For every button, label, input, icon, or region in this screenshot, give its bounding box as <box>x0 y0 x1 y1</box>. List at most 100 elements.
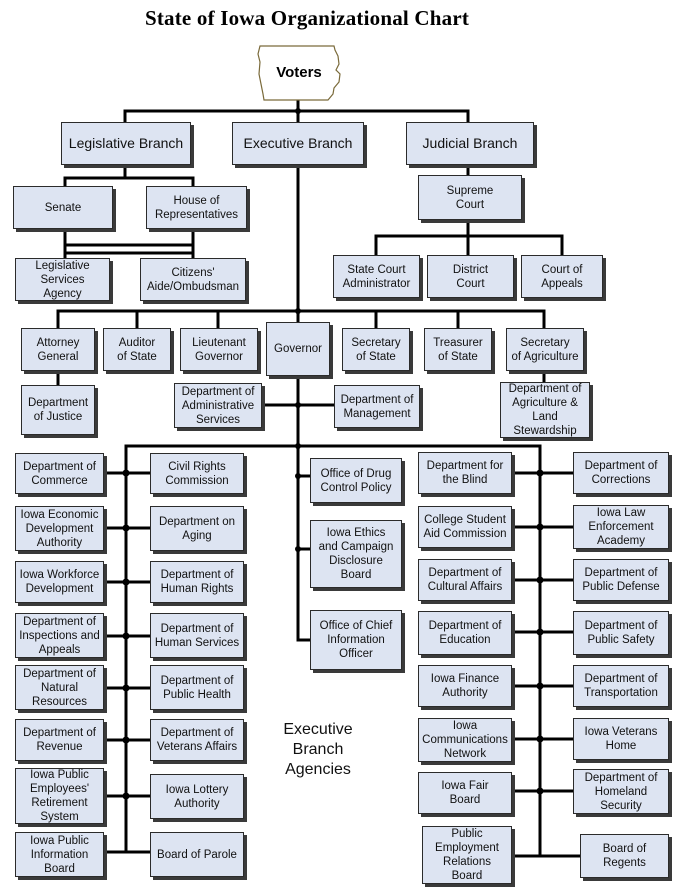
agency-box: Iowa Public Employees' Retirement System <box>15 768 104 824</box>
agency-label: Department of Homeland Security <box>584 771 658 812</box>
agency-label: Iowa Ethics and Campaign Disclosure Boar… <box>318 527 394 581</box>
agency-box: Department of Inspections and Appeals <box>15 613 104 658</box>
agency-label: Iowa Public Employees' Retirement System <box>29 769 90 823</box>
agency-label: Department of Public Health <box>160 674 234 701</box>
auditor-of-state-box: Auditor of State <box>103 328 171 371</box>
legislative-branch-box: Legislative Branch <box>61 122 191 165</box>
executive-branch-label: Executive Branch <box>243 135 353 151</box>
state-court-administrator-label: State Court Administrator <box>342 263 411 290</box>
administrative-services-label: Department of Administrative Services <box>181 385 255 426</box>
agency-label: Iowa Fair Board <box>441 780 489 806</box>
legislative-services-agency-label: Legislative Services Agency <box>35 259 90 300</box>
agency-label: Department of Education <box>428 620 502 646</box>
iowa-map-icon <box>257 45 341 101</box>
agency-label: Iowa Workforce Development <box>19 569 100 595</box>
agency-box: Iowa Communications Network <box>418 718 512 762</box>
agency-label: Board of Regents <box>602 843 647 869</box>
district-court-label: District Court <box>452 263 489 290</box>
agency-box: Board of Parole <box>150 832 244 877</box>
agency-label: Department of Cultural Affairs <box>427 567 503 593</box>
agency-label: Department of Human Services <box>154 622 240 649</box>
house-label: House of Representatives <box>154 194 239 221</box>
agency-box: Department of Revenue <box>15 719 104 761</box>
attorney-general-box: Attorney General <box>21 328 95 371</box>
secretary-of-agriculture-label: Secretary of Agriculture <box>511 336 579 363</box>
agency-box: Department of Natural Resources <box>15 665 104 710</box>
department-of-management-label: Department of Management <box>340 393 414 420</box>
chart-title: State of Iowa Organizational Chart <box>144 6 470 30</box>
citizens-aide-label: Citizens' Aide/Ombudsman <box>146 266 240 293</box>
agency-box: Department of Transportation <box>573 665 669 707</box>
agency-label: Civil Rights Commission <box>165 460 229 487</box>
district-court-box: District Court <box>427 255 514 298</box>
agency-label: Department of Revenue <box>23 727 96 753</box>
secretary-of-state-label: Secretary of State <box>351 336 401 363</box>
agriculture-land-stewardship-box: Department of Agriculture & Land Steward… <box>500 382 590 438</box>
agency-label: Department of Veterans Affairs <box>156 727 238 753</box>
agency-box: Department for the Blind <box>418 452 512 494</box>
agency-box: Civil Rights Commission <box>150 453 244 494</box>
agency-label: Department of Transportation <box>584 673 658 699</box>
agency-box: Iowa Fair Board <box>418 772 512 814</box>
governor-box: Governor <box>266 322 330 376</box>
administrative-services-box: Department of Administrative Services <box>174 383 262 428</box>
agency-label: Department on Aging <box>158 515 236 542</box>
secretary-of-agriculture-box: Secretary of Agriculture <box>506 328 584 371</box>
voters-label: Voters <box>276 64 322 81</box>
agency-label: Department of Public Defense <box>582 567 660 593</box>
agency-box: Board of Regents <box>580 834 669 878</box>
agency-label: Iowa Public Information Board <box>30 834 89 875</box>
agency-box: Department of Human Services <box>150 613 244 658</box>
agency-box: Department of Human Rights <box>150 561 244 603</box>
agency-box: Public Employment Relations Board <box>422 826 512 884</box>
agency-label: Iowa Economic Development Authority <box>20 508 99 549</box>
house-box: House of Representatives <box>146 186 247 229</box>
agency-box: Department of Education <box>418 611 512 655</box>
agency-box: Department of Public Safety <box>573 611 669 655</box>
agency-box: Department of Public Health <box>150 665 244 710</box>
governor-label: Governor <box>274 343 322 355</box>
legislative-services-agency-box: Legislative Services Agency <box>15 258 110 301</box>
judicial-branch-label: Judicial Branch <box>422 135 518 151</box>
agency-label: Iowa Lottery Authority <box>165 783 229 810</box>
agency-box: Iowa Economic Development Authority <box>15 506 104 551</box>
agency-label: Department of Public Safety <box>584 620 658 646</box>
agriculture-land-stewardship-label: Department of Agriculture & Land Steward… <box>508 383 582 437</box>
agency-box: Department of Public Defense <box>573 559 669 601</box>
agency-box: Iowa Ethics and Campaign Disclosure Boar… <box>310 520 402 588</box>
agency-box: Iowa Finance Authority <box>418 665 512 707</box>
agency-label: Iowa Veterans Home <box>584 726 658 752</box>
agency-label: Department of Commerce <box>23 460 96 487</box>
court-of-appeals-label: Court of Appeals <box>541 263 583 290</box>
agency-label: Public Employment Relations Board <box>435 828 499 882</box>
executive-branch-agencies-label: Executive Branch Agencies <box>283 721 353 778</box>
agency-box: Office of Chief Information Officer <box>310 610 402 670</box>
agency-label: Department for the Blind <box>426 460 504 486</box>
lieutenant-governor-label: Lieutenant Governor <box>192 336 246 363</box>
agency-box: Department of Commerce <box>15 453 104 494</box>
agency-box: Office of Drug Control Policy <box>310 458 402 503</box>
treasurer-of-state-box: Treasurer of State <box>424 328 492 371</box>
executive-branch-box: Executive Branch <box>232 122 364 165</box>
agency-label: College Student Aid Commission <box>423 514 507 540</box>
supreme-court-box: Supreme Court <box>418 175 522 220</box>
agency-box: Department of Corrections <box>573 452 669 494</box>
agency-box: Department on Aging <box>150 506 244 551</box>
agency-box: Iowa Veterans Home <box>573 718 669 760</box>
agency-label: Department of Corrections <box>584 460 658 486</box>
court-of-appeals-box: Court of Appeals <box>521 255 603 298</box>
agency-label: Office of Chief Information Officer <box>319 620 393 660</box>
agency-box: Iowa Public Information Board <box>15 832 104 877</box>
auditor-of-state-label: Auditor of State <box>117 336 157 363</box>
agency-box: Iowa Law Enforcement Academy <box>573 505 669 549</box>
state-court-administrator-box: State Court Administrator <box>333 255 420 298</box>
agency-label: Iowa Communications Network <box>422 720 508 760</box>
agency-label: Department of Inspections and Appeals <box>19 615 100 656</box>
treasurer-of-state-label: Treasurer of State <box>433 336 483 363</box>
agency-label: Office of Drug Control Policy <box>320 467 392 494</box>
secretary-of-state-box: Secretary of State <box>342 328 410 371</box>
agency-label: Department of Human Rights <box>160 569 234 595</box>
attorney-general-label: Attorney General <box>36 336 80 363</box>
